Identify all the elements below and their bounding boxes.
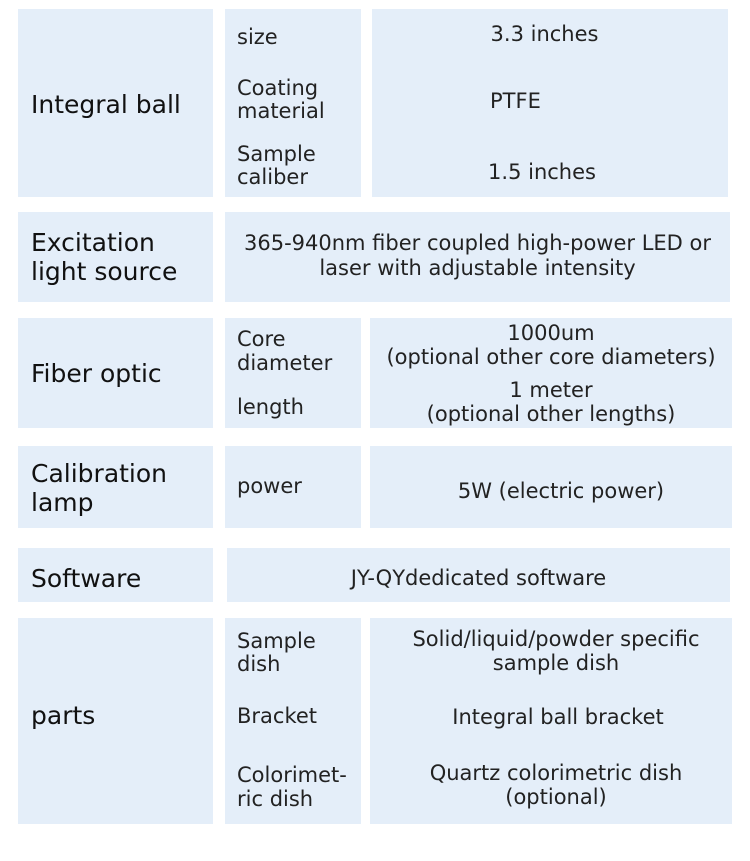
value-sample-caliber: 1.5 inches — [488, 160, 596, 184]
value-length-line1: 1 meter — [509, 378, 593, 402]
parts-value-cell — [370, 618, 732, 824]
label-length: length — [237, 395, 304, 419]
category-calibration-line1: Calibration — [31, 459, 168, 488]
category-software: Software — [31, 564, 142, 593]
value-sample-dish-line2: sample dish — [492, 651, 620, 675]
parts-category-cell — [18, 618, 213, 824]
category-integral-ball: Integral ball — [31, 90, 181, 119]
calibration-label-cell — [225, 446, 361, 528]
label-size: size — [237, 25, 278, 49]
label-coating-material-line1: Coating — [237, 76, 319, 100]
integral-ball-label-cell — [225, 9, 361, 197]
label-coating-material-line2: material — [237, 99, 325, 123]
parts-label-cell — [225, 618, 361, 824]
software-value-cell — [227, 548, 730, 602]
label-core-diameter-line1: Core — [237, 327, 286, 351]
integral-ball-value-cell — [372, 9, 728, 197]
label-sample-dish-line2: dish — [237, 652, 281, 676]
value-sample-dish-line1: Solid/liquid/powder specific — [412, 627, 700, 651]
calibration-category-cell — [18, 446, 213, 528]
label-colorimetric-dish-line2: ric dish — [237, 787, 314, 811]
fiber-optic-value-cell — [370, 318, 732, 428]
category-fiber-optic: Fiber optic — [31, 359, 162, 388]
excitation-category-cell — [18, 212, 213, 302]
label-sample-caliber-line1: Sample — [237, 142, 316, 166]
label-sample-dish-line1: Sample — [237, 629, 316, 653]
value-size: 3.3 inches — [490, 22, 599, 46]
value-colorimetric-dish-line2: (optional) — [505, 785, 607, 809]
value-coating-material: PTFE — [490, 89, 541, 113]
value-core-diameter-line1: 1000um — [507, 321, 595, 345]
calibration-value-cell — [370, 446, 732, 528]
value-excitation-line1: 365-940nm fiber coupled high-power LED o… — [243, 231, 711, 255]
software-category-cell — [18, 548, 213, 602]
label-core-diameter-line2: diameter — [237, 351, 333, 375]
label-colorimetric-dish-line1: Colorimet- — [237, 763, 347, 787]
value-bracket: Integral ball bracket — [452, 705, 664, 729]
value-power: 5W (electric power) — [457, 479, 665, 503]
category-parts: parts — [31, 701, 96, 730]
fiber-optic-label-cell — [225, 318, 361, 428]
excitation-value-cell — [225, 212, 730, 302]
value-length-line2: (optional other lengths) — [426, 402, 676, 426]
fiber-optic-category-cell — [18, 318, 213, 428]
category-calibration-line2: lamp — [31, 488, 94, 517]
label-power: power — [237, 474, 302, 498]
integral-ball-category-cell — [18, 9, 213, 197]
value-software: JY-QYdedicated software — [350, 566, 607, 590]
category-excitation-line2: light source — [31, 257, 178, 286]
label-sample-caliber-line2: caliber — [237, 165, 308, 189]
value-core-diameter-line2: (optional other core diameters) — [386, 345, 716, 369]
category-excitation-line1: Excitation — [31, 228, 155, 257]
value-colorimetric-dish-line1: Quartz colorimetric dish — [429, 761, 683, 785]
label-bracket: Bracket — [237, 704, 318, 728]
value-excitation-line2: laser with adjustable intensity — [319, 256, 636, 280]
